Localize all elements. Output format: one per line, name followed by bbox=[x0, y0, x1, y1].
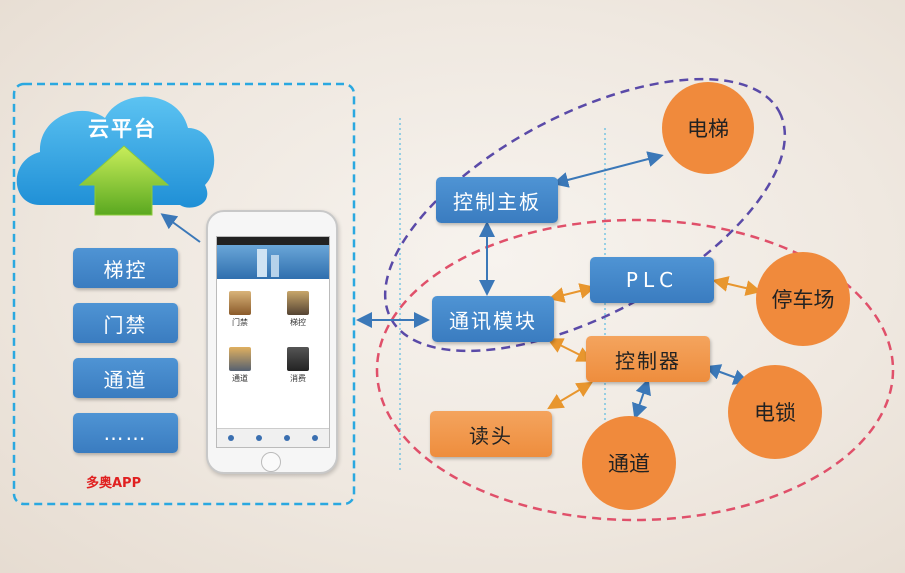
phone-home-button bbox=[261, 452, 281, 472]
controller-lock-arrow bbox=[704, 364, 750, 385]
parking-circle: 停车场 bbox=[756, 252, 850, 346]
phone-screen: 门禁 梯控 通道 消费 bbox=[216, 236, 330, 448]
cloud-platform-label: 云平台 bbox=[88, 117, 157, 141]
left-panel-frame bbox=[12, 82, 356, 506]
control-board-box: 控制主板 bbox=[436, 177, 558, 223]
phone-tile-payment: 消费 bbox=[287, 347, 309, 384]
phone-tab-bar bbox=[217, 428, 329, 447]
reader-box: 读头 bbox=[430, 411, 552, 457]
elevator-group-ellipse bbox=[383, 77, 787, 353]
phone-tile-access: 门禁 bbox=[229, 291, 251, 328]
phone-banner bbox=[217, 245, 329, 279]
channel-circle: 通道 bbox=[582, 416, 676, 510]
plc-box: PLC bbox=[590, 257, 714, 303]
controller-channel-arrow bbox=[632, 378, 651, 420]
comm-plc-arrow bbox=[548, 283, 596, 303]
phone-tile-channel: 通道 bbox=[229, 347, 251, 384]
upload-arrow-icon bbox=[78, 145, 170, 216]
menu-channel: 通道 bbox=[73, 358, 178, 398]
access-group-ellipse bbox=[375, 218, 895, 522]
menu-access-control: 门禁 bbox=[73, 303, 178, 343]
comm-module-box: 通讯模块 bbox=[432, 296, 554, 342]
phone-mockup: 门禁 梯控 通道 消费 bbox=[206, 210, 338, 474]
phone-status-bar bbox=[217, 237, 329, 245]
lock-circle: 电锁 bbox=[728, 365, 822, 459]
controller-box: 控制器 bbox=[586, 336, 710, 382]
board-elevator-arrow bbox=[552, 151, 664, 188]
elevator-circle: 电梯 bbox=[662, 82, 754, 174]
cloud-icon bbox=[16, 96, 215, 208]
phone-to-cloud-arrow bbox=[160, 213, 201, 243]
reader-controller-arrow bbox=[547, 381, 593, 410]
menu-more: …… bbox=[73, 413, 178, 453]
phone-tile-elevator: 梯控 bbox=[287, 291, 309, 328]
menu-elevator-control: 梯控 bbox=[73, 248, 178, 288]
app-label: 多奥APP bbox=[86, 476, 142, 491]
plc-parking-arrow bbox=[712, 276, 762, 296]
comm-controller-arrow bbox=[546, 338, 594, 362]
